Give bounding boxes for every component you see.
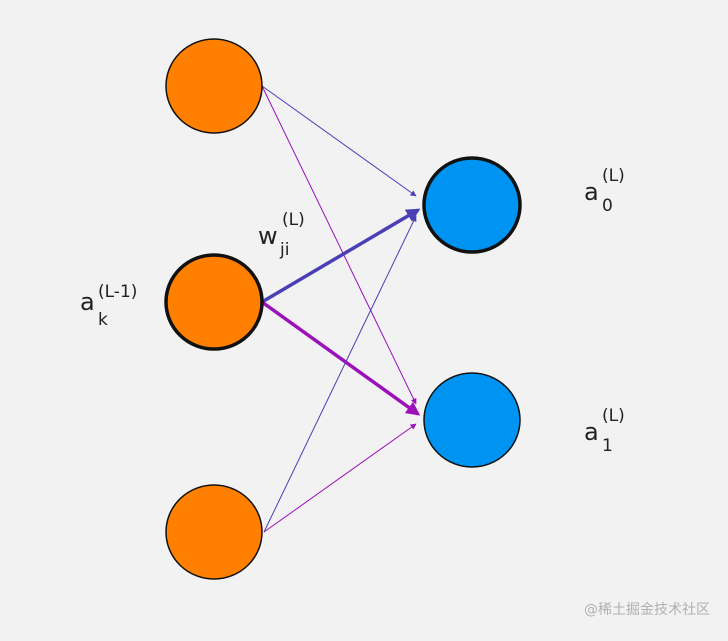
weight-superscript: (L) (282, 210, 305, 230)
input-activation-subscript: k (98, 310, 108, 330)
nodes-layer (164, 38, 522, 580)
output1-base: a (584, 418, 599, 446)
input-activation-superscript: (L-1) (98, 282, 138, 302)
output0-superscript: (L) (602, 166, 625, 186)
output-node-out1 (423, 372, 521, 468)
edge-in2-to-out1 (263, 423, 417, 533)
input-activation-label: a (L-1) k (80, 284, 137, 329)
output-node-out0 (422, 156, 522, 254)
edges-layer (260, 85, 421, 533)
edge-in2-to-out0 (263, 215, 417, 533)
output0-subscript: 0 (602, 196, 613, 216)
output1-activation-label: a (L) 1 (584, 408, 625, 455)
edge-in0-to-out0 (261, 85, 417, 197)
watermark: @稀土掘金技术社区 (584, 602, 710, 618)
input-node-in0 (165, 38, 263, 134)
output0-base: a (584, 178, 599, 206)
input-node-in2 (165, 484, 263, 580)
edge-in1-to-out1 (260, 300, 421, 416)
input-node-in1 (164, 253, 264, 351)
output1-subscript: 1 (602, 436, 613, 456)
input-activation-base: a (80, 288, 95, 316)
edge-in1-to-out0 (261, 208, 421, 304)
edge-in0-to-out1 (261, 85, 417, 405)
output0-activation-label: a (L) 0 (584, 168, 625, 215)
weight-label: w (L) ji (258, 212, 305, 259)
weight-subscript: ji (280, 240, 290, 260)
output1-superscript: (L) (602, 406, 625, 426)
weight-base: w (258, 222, 278, 250)
